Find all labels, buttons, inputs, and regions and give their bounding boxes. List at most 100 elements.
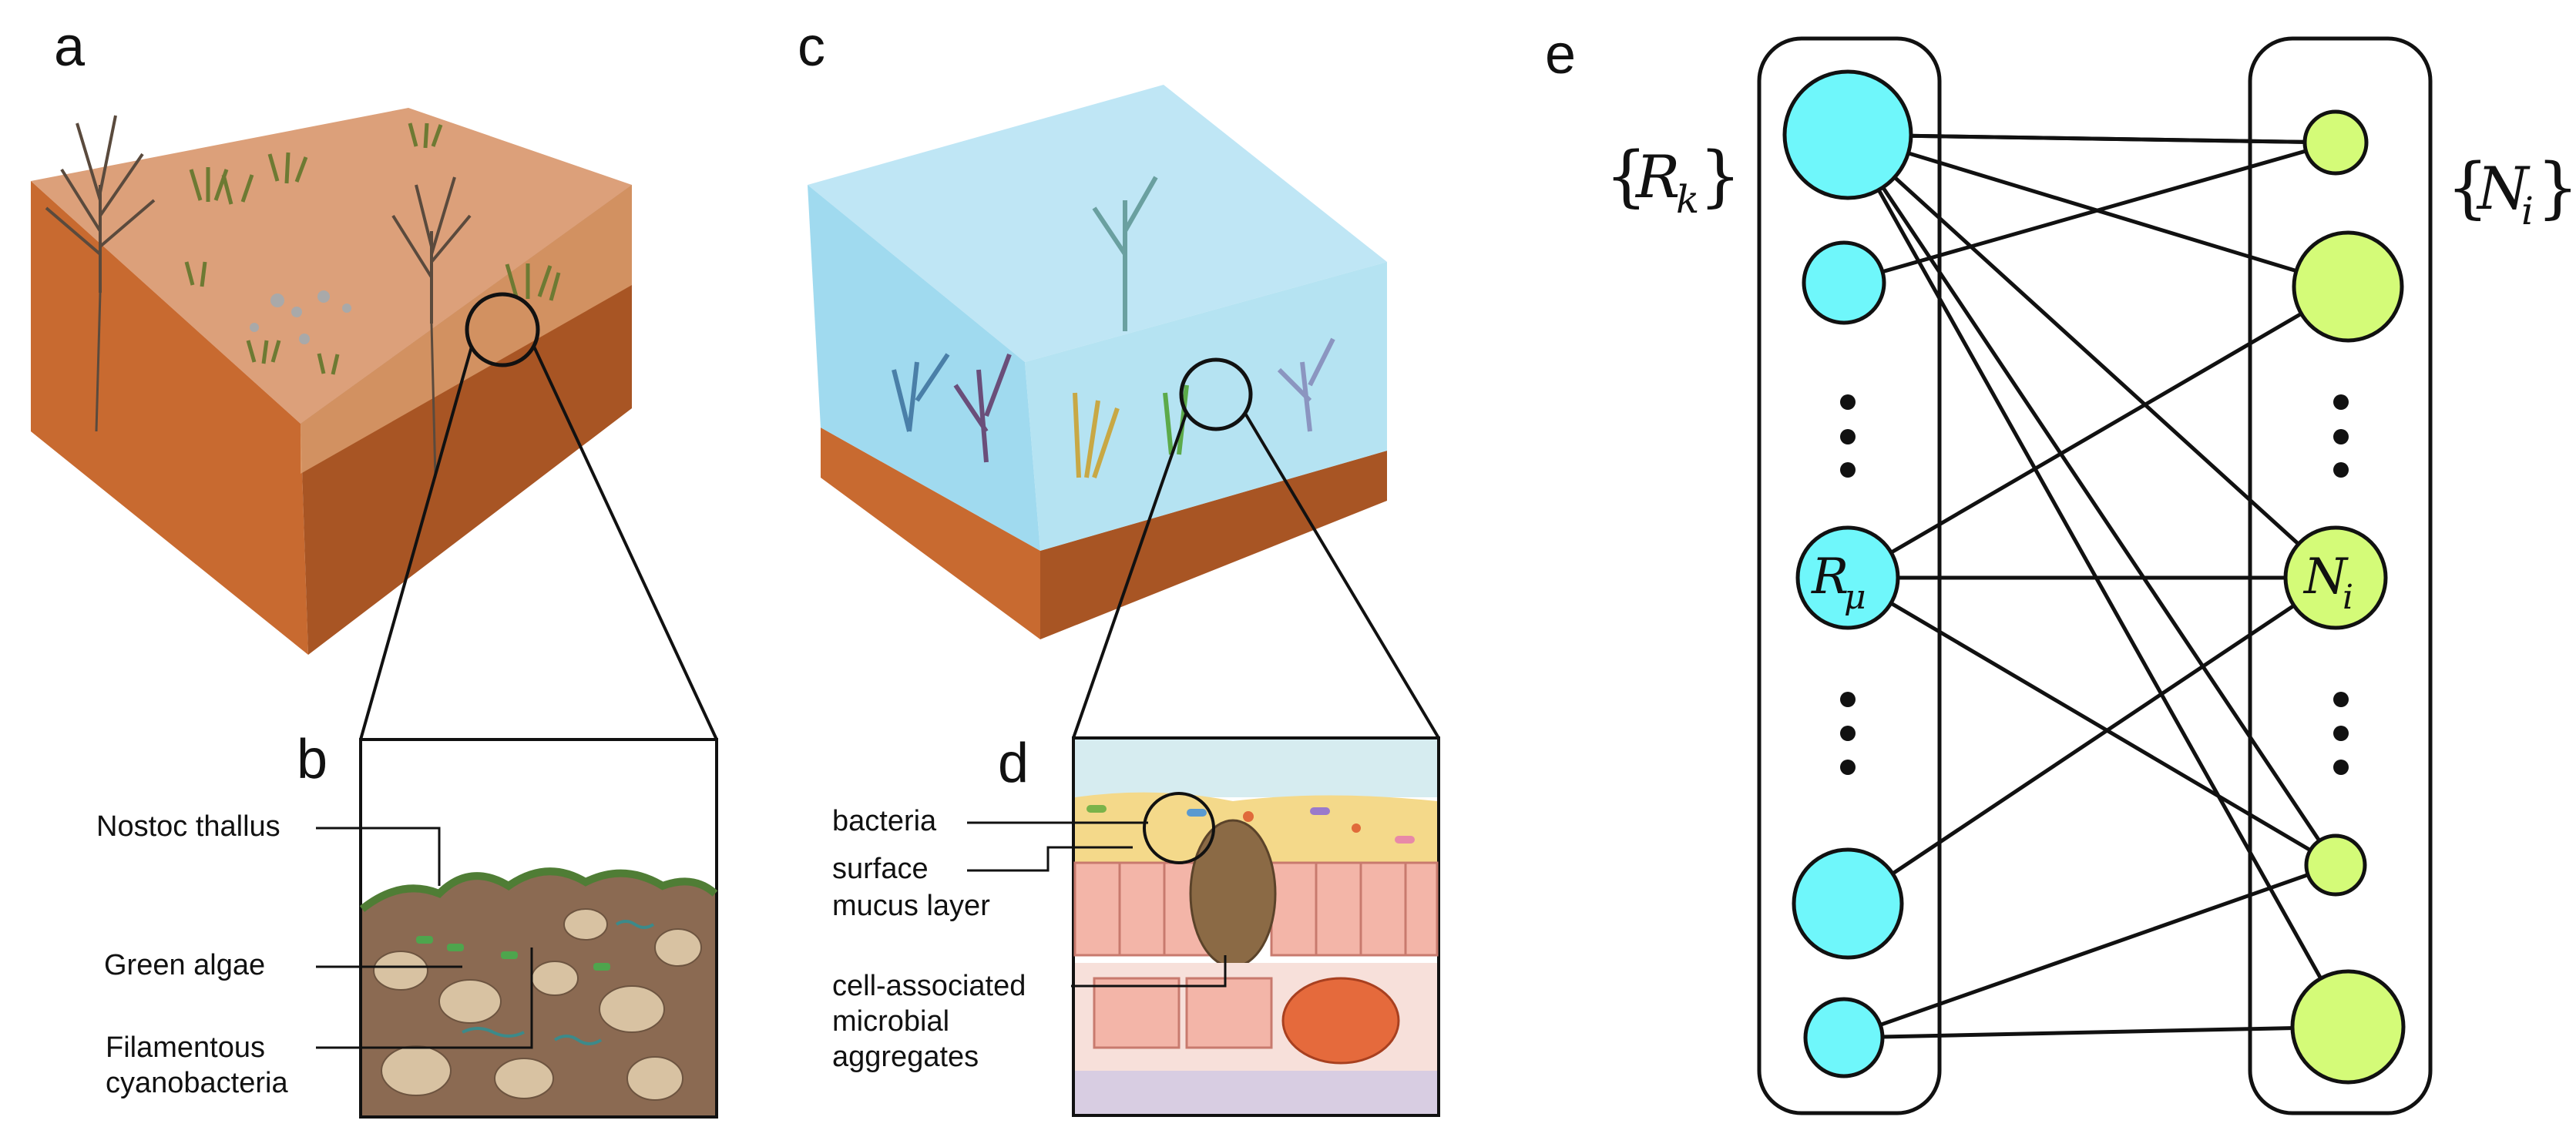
resource-node-r-mu [1795,525,1900,630]
microbial-aggregate-brown [1189,819,1277,968]
consumer-node [2304,833,2367,897]
annotation-microbial: microbial [832,1005,949,1038]
soil-block-illustration [31,108,632,655]
panel-e-label: e [1545,24,1576,86]
resource-node-r-mu-label: R μ [1811,548,1866,617]
bacteria-zoom-circle [1143,792,1215,864]
resource-ellipsis-2 [1840,692,1856,775]
edge [1843,863,2336,1040]
annotation-aggregates: aggregates [832,1041,979,1073]
svg-text:{: { [1605,138,1647,215]
resource-node [1782,69,1913,200]
svg-text:R: R [1811,548,1849,605]
svg-text:k: k [1676,177,1699,222]
svg-text:N: N [2302,548,2349,605]
resource-node [1792,847,1904,960]
zoom-line-c-right [1243,411,1440,740]
microbial-aggregate-red [1281,977,1400,1065]
svg-text:N: N [2476,154,2531,223]
cyanobacteria-filaments [462,920,655,1045]
svg-text:i: i [2343,578,2353,617]
panel-a-label: a [54,16,86,78]
consumer-node [2292,230,2404,343]
svg-text:μ: μ [1844,578,1866,617]
svg-text:{: { [2447,149,2489,226]
annotation-bacteria: bacteria [832,805,937,837]
zoom-circle-a [465,292,540,367]
sediment-right [1040,451,1387,639]
water-left [808,185,1040,551]
panel-e: e { R k } { N i } [1545,24,2576,1115]
resource-node [1802,240,1886,325]
annotation-nostoc-thallus: Nostoc thallus [96,810,280,843]
resource-node [1803,997,1885,1078]
lower-tissue [1075,963,1437,1114]
svg-text:i: i [2521,189,2534,233]
leader-cyanobacteria [316,948,533,1049]
consumer-nodes [2283,109,2406,1085]
panel-d: d bacteria surface [832,733,1440,1117]
edge [1843,140,2336,285]
zoom-circle-c [1179,357,1253,431]
leader-nostoc [316,827,441,886]
leader-mucus [967,846,1133,872]
annotation-cyanobacteria: cyanobacteria [106,1067,288,1099]
grass-tufts [184,122,561,375]
annotation-cell-associated: cell-associated [832,970,1026,1002]
annotation-mucus-layer: mucus layer [832,890,990,922]
dry-shrubs [45,115,472,478]
soil-grains [373,908,702,1101]
pebbles [250,290,351,344]
water-block-illustration [808,85,1387,639]
edge [1843,1025,2349,1040]
green-algae-cells [416,936,610,971]
nostoc-layer [359,867,718,912]
panel-c-label: c [798,16,825,78]
consumer-set-label: { N i } [2447,149,2576,233]
zoom-line-left [359,346,473,740]
consumer-ellipsis-1 [2333,394,2349,478]
consumer-node-n-i-label: N i [2302,548,2353,617]
zoom-line-right [532,346,718,740]
panel-c: c [798,16,1440,740]
bacteria-cells [1086,805,1415,844]
edge [1846,133,2350,1028]
edge [1847,132,2336,145]
edge [1846,575,2337,906]
soil-block-top [31,108,632,424]
sediment-left [821,428,1040,639]
network-edges [1843,132,2350,1040]
resource-set-label: { R k } [1605,138,1741,222]
annotation-surface: surface [832,853,929,885]
consumer-node [2302,109,2369,176]
edge [1846,575,2337,867]
crust-surface [362,871,715,1115]
edge [1846,133,2337,579]
panel-d-label: d [998,733,1029,794]
svg-text:R: R [1634,143,1680,211]
water-top [808,85,1387,362]
coral-plants [892,176,1335,478]
annotation-green-algae: Green algae [104,949,265,981]
zoom-line-c-left [1072,411,1188,739]
consumer-node [2290,969,2406,1085]
annotation-filamentous: Filamentous [106,1031,265,1064]
panel-b: b Nostoc thallus Green algae [96,729,718,1119]
consumer-ellipsis-2 [2333,692,2349,775]
edge [1846,133,2338,867]
panel-b-label: b [297,729,327,790]
soil-crust-cross-section [359,867,718,1115]
epithelium-cells [1073,861,1439,957]
water-right [1025,262,1387,551]
leader-aggregates [1071,955,1227,988]
panel-a: a [31,16,718,740]
lumen [1075,740,1437,797]
consumer-node-n-i [2283,525,2388,630]
resource-nodes [1782,69,1913,1078]
mucus-layer [1075,792,1437,863]
edge [1846,284,2349,580]
svg-text:}: } [2537,149,2576,226]
resource-ellipsis-1 [1840,394,1856,478]
svg-text:}: } [1699,138,1741,215]
